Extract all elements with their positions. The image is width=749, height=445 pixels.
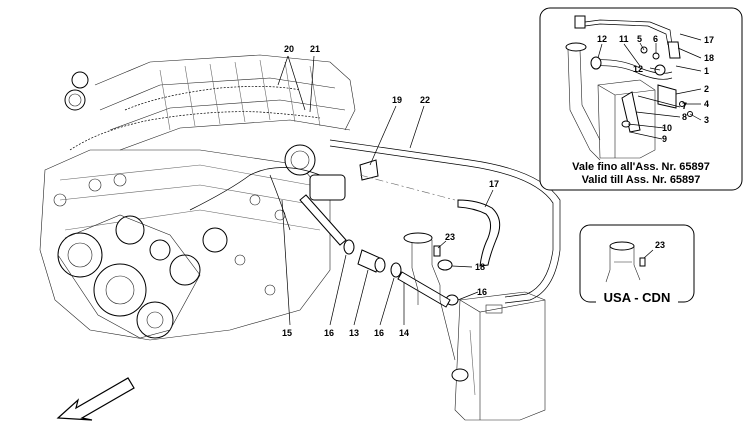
callout-labels: 20 21 19 22 17 23 18 16 15 16 13 16 14 xyxy=(282,44,499,338)
inset-callout-9: 9 xyxy=(662,134,667,144)
callout-22: 22 xyxy=(420,95,430,105)
callout-20: 20 xyxy=(284,44,294,54)
inset-callout-11: 11 xyxy=(619,34,629,44)
inset-usa-cdn: 23 USA - CDN xyxy=(579,224,695,306)
callout-17: 17 xyxy=(489,179,499,189)
inset-callout-1: 1 xyxy=(704,66,709,76)
inset-callout-12-right: 12 xyxy=(633,64,643,74)
callout-16-right: 16 xyxy=(477,287,487,297)
inset-callout-4: 4 xyxy=(704,99,709,109)
engine-assembly xyxy=(39,54,379,341)
usa-callout-23: 23 xyxy=(655,240,665,250)
callout-14: 14 xyxy=(399,328,409,338)
leader-lines xyxy=(277,55,494,326)
inset-valid-till: 17 18 12 11 5 6 12 1 2 4 3 7 8 10 9 Vale… xyxy=(539,7,743,191)
validity-note-english: Valid till Ass. Nr. 65897 xyxy=(582,174,701,186)
arrow-front-icon xyxy=(56,377,135,421)
inset-callout-8: 8 xyxy=(682,112,687,122)
inset-callout-3: 3 xyxy=(704,115,709,125)
region-label: USA - CDN xyxy=(604,290,671,305)
callout-18: 18 xyxy=(475,262,485,272)
callout-16-middle: 16 xyxy=(374,328,384,338)
validity-note-italian: Vale fino all'Ass. Nr. 65897 xyxy=(572,161,710,173)
inset-callout-2: 2 xyxy=(704,84,709,94)
breather-parts xyxy=(329,139,561,421)
callout-15: 15 xyxy=(282,328,292,338)
inset-callout-7: 7 xyxy=(682,101,687,111)
inset-callout-17: 17 xyxy=(704,35,714,45)
callout-19: 19 xyxy=(392,95,402,105)
inset-callout-6: 6 xyxy=(653,34,658,44)
callout-13: 13 xyxy=(349,328,359,338)
callout-23: 23 xyxy=(445,232,455,242)
inset-callout-10: 10 xyxy=(662,123,672,133)
callout-21: 21 xyxy=(310,44,320,54)
inset-callout-18: 18 xyxy=(704,53,714,63)
inset-callout-5: 5 xyxy=(637,34,642,44)
inset-callout-12-left: 12 xyxy=(597,34,607,44)
callout-16-left: 16 xyxy=(324,328,334,338)
